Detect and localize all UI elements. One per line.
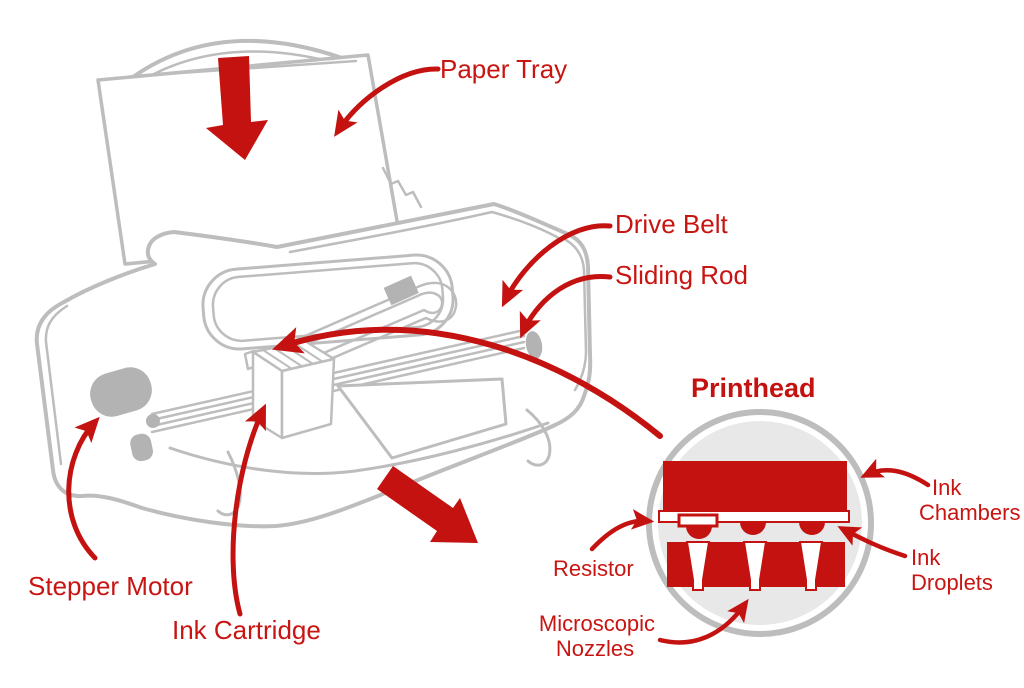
- ink-droplets-label-line2: Droplets: [911, 570, 993, 595]
- ink-droplet: [799, 522, 825, 535]
- ink-chamber-block: [663, 461, 847, 511]
- sliding-rod-label: Sliding Rod: [615, 260, 748, 290]
- sliding-rod: [150, 328, 526, 434]
- body-left-inner-edge: [44, 304, 69, 466]
- printhead-title: Printhead: [691, 373, 816, 403]
- stepper-motor-label: Stepper Motor: [28, 571, 193, 601]
- drive-belt-arrow: [501, 223, 613, 308]
- resistor-label: Resistor: [553, 556, 634, 581]
- motor-foot: [130, 433, 153, 462]
- tray-arch-inner: [139, 50, 334, 83]
- stepper-motor-shape: [90, 367, 152, 417]
- ink-chambers-arrow: [860, 458, 931, 488]
- rod-line: [150, 334, 526, 422]
- microscopic-nozzles-label-line2: Nozzles: [556, 636, 634, 661]
- output-paper: [336, 377, 508, 460]
- paper-feed-arrow: [206, 56, 268, 160]
- annotation-arrows: [66, 66, 931, 645]
- paper-output-arrow: [377, 466, 478, 543]
- ink-chambers-label-line1: Ink: [932, 475, 962, 500]
- ink-chambers-label-line2: Chambers: [919, 500, 1020, 525]
- paper-tray-arrow: [334, 66, 441, 137]
- output-paper-group: [336, 377, 508, 543]
- microscopic-nozzles-arrow: [657, 598, 749, 645]
- ink-droplet: [686, 526, 712, 539]
- resistor-shape: [677, 513, 719, 528]
- rod-line: [150, 328, 526, 416]
- resistor-arrow: [589, 509, 655, 552]
- drive-belt: [248, 275, 458, 392]
- paper-stack-edges: [381, 166, 423, 209]
- drive-belt-label: Drive Belt: [615, 209, 728, 239]
- nozzle: [742, 541, 768, 591]
- ink-droplet: [740, 522, 766, 535]
- cartridge-front-face: [280, 357, 336, 440]
- belt-inner-edge: [250, 291, 444, 384]
- body-top-inner-edge: [288, 210, 564, 254]
- nozzle: [798, 541, 824, 591]
- printhead-inset: [646, 409, 874, 637]
- belt-clamp: [383, 275, 419, 306]
- sliding-rod-arrow: [519, 274, 613, 339]
- tray-arch-outer: [131, 38, 344, 79]
- cartridge-ribs: [262, 342, 324, 370]
- ink-cartridge-label: Ink Cartridge: [172, 615, 321, 645]
- ink-droplets-label-line1: Ink: [911, 545, 941, 570]
- ink-cartridge-arrow: [230, 403, 266, 617]
- microscopic-nozzles-label-line1: Microscopic: [539, 611, 655, 636]
- rod-line: [150, 346, 526, 434]
- paper-tray-label: Paper Tray: [440, 54, 567, 84]
- printhead-to-cartridge-arrow: [272, 326, 663, 439]
- labels: Paper Tray Drive Belt Sliding Rod Steppe…: [28, 54, 1020, 661]
- rod-line: [150, 340, 526, 428]
- stepper-motor-arrow: [66, 416, 100, 561]
- ink-droplets-arrow: [837, 526, 908, 559]
- belt-outer-edge: [248, 281, 458, 392]
- mouth-right-corner: [525, 408, 552, 467]
- nozzle: [685, 541, 711, 591]
- rod-left-cap: [146, 414, 160, 428]
